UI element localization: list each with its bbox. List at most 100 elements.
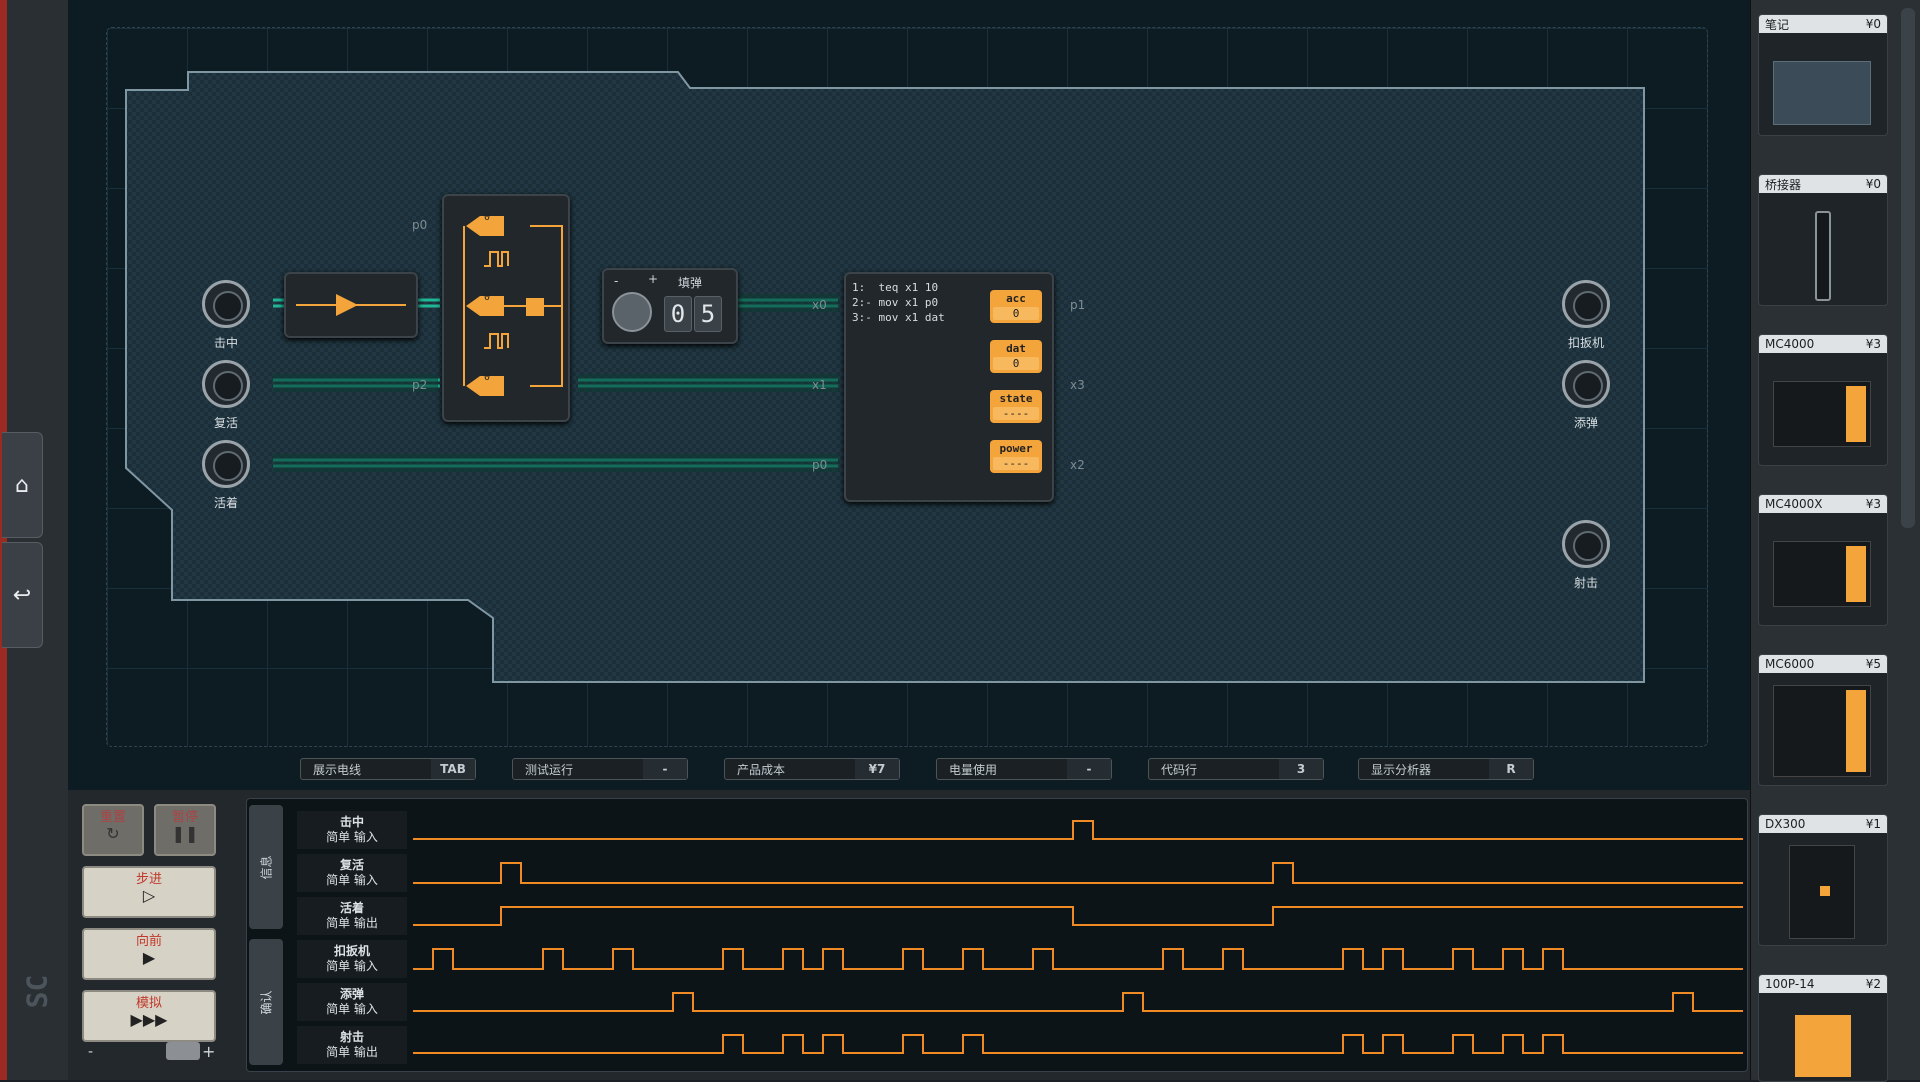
tab-info[interactable]: 信息 (249, 805, 283, 929)
status-test-run: 测试运行- (512, 758, 688, 780)
palette-item-mc4000x[interactable]: MC4000X¥3 (1758, 494, 1888, 626)
pin-x1: x1 (812, 378, 827, 392)
signal-label-trigger: 扣扳机简单 输入 (297, 940, 407, 978)
red-strip (0, 0, 7, 1080)
signal-label-hit: 击中简单 输入 (297, 811, 407, 849)
trace-revive (413, 862, 1743, 884)
pause-button[interactable]: 暂停❚❚ (154, 804, 216, 856)
mc4000x-thumbnail (1773, 541, 1871, 607)
buffer-chip[interactable] (284, 272, 418, 338)
pin-x2: x2 (1070, 458, 1085, 472)
counter-minus[interactable]: - (614, 274, 619, 288)
fast-forward-icon: ▶▶▶ (130, 1010, 168, 1029)
undo-icon: ↩ (12, 582, 32, 608)
home-button[interactable]: ⌂ (2, 432, 43, 538)
signal-label-revive: 复活简单 输入 (297, 854, 407, 892)
ammo-counter[interactable]: - + 填弹 0 5 (602, 268, 738, 344)
palette-item-mc4000[interactable]: MC4000¥3 (1758, 334, 1888, 466)
waveform-viewer: 信息 确认 击中简单 输入 复活简单 输入 活着简单 输出 扣扳机简单 输入 添… (246, 798, 1748, 1072)
speed-plus[interactable]: + (202, 1042, 216, 1061)
step-icon: ▷ (142, 886, 156, 905)
mux-value-1: 0 (484, 292, 491, 303)
port-trigger-label: 扣扳机 (1567, 336, 1604, 350)
pin-p0: p0 (412, 218, 428, 232)
counter-label: 填弹 (678, 276, 703, 290)
port-hit[interactable] (202, 280, 250, 328)
signal-label-reload: 添弹简单 输入 (297, 983, 407, 1021)
signal-label-alive: 活着简单 输出 (297, 897, 407, 935)
palette-item-note[interactable]: 笔记¥0 (1758, 14, 1888, 136)
mc4000-chip[interactable]: 1: teq x1 10 2:- mov x1 p0 3:- mov x1 da… (844, 272, 1054, 502)
component-palette: 笔记¥0 桥接器¥0 MC4000¥3 MC4000X¥3 MC6000¥5 D… (1750, 0, 1920, 1082)
port-hit-label: 击中 (213, 336, 238, 350)
left-rail: ⌂ ↩ SC (0, 0, 69, 1080)
pause-icon: ❚❚ (171, 824, 199, 843)
pin-p0-mc: p0 (812, 458, 828, 472)
palette-item-mc6000[interactable]: MC6000¥5 (1758, 654, 1888, 786)
register-state: state---- (990, 390, 1042, 423)
home-icon: ⌂ (15, 472, 29, 498)
pin-p1: p1 (1070, 298, 1086, 312)
simulate-button[interactable]: 模拟▶▶▶ (82, 990, 216, 1042)
port-trigger[interactable] (1562, 280, 1610, 328)
mux-diagram-icon (463, 216, 563, 396)
mux-value-0: 0 (484, 212, 491, 223)
counter-dial-icon[interactable] (612, 292, 652, 332)
note-thumbnail (1773, 61, 1871, 125)
palette-item-bridge[interactable]: 桥接器¥0 (1758, 174, 1888, 306)
palette-item-100p14[interactable]: 100P-14¥2 (1758, 974, 1888, 1082)
signal-label-shoot: 射击简单 输出 (297, 1026, 407, 1064)
dx300-thumbnail (1789, 845, 1855, 939)
port-reload-label: 添弹 (1573, 416, 1598, 430)
port-shoot[interactable] (1562, 520, 1610, 568)
reset-icon: ↻ (106, 824, 120, 843)
trace-hit (413, 820, 1743, 840)
tab-verify[interactable]: 确认 (249, 939, 283, 1065)
speed-slider[interactable] (166, 1042, 200, 1060)
advance-button[interactable]: 向前▶ (82, 928, 216, 980)
back-button[interactable]: ↩ (2, 542, 43, 648)
speed-minus[interactable]: - (88, 1044, 94, 1060)
dx300-chip[interactable]: 0 0 0 (442, 194, 570, 422)
status-product-cost: 产品成本¥7 (724, 758, 900, 780)
port-revive-label: 复活 (213, 416, 238, 430)
palette-scrollbar[interactable] (1901, 8, 1915, 528)
logo: SC (20, 974, 54, 1009)
trace-reload (413, 992, 1743, 1012)
step-button[interactable]: 步进▷ (82, 866, 216, 918)
mc6000-thumbnail (1773, 685, 1871, 777)
status-power-usage: 电量使用- (936, 758, 1112, 780)
register-power: power---- (990, 440, 1042, 473)
trace-trigger (413, 948, 1743, 970)
bridge-thumbnail (1815, 211, 1831, 301)
100p14-thumbnail (1795, 1015, 1851, 1077)
trace-shoot (413, 1034, 1743, 1054)
port-revive[interactable] (202, 360, 250, 408)
circuit-board[interactable]: 击中 复活 活着 扣扳机 添弹 射击 p0 p2 (68, 0, 1750, 790)
port-alive-label: 活着 (213, 496, 238, 510)
mc4000-thumbnail (1773, 381, 1871, 447)
pin-p2: p2 (412, 378, 428, 392)
play-icon: ▶ (142, 948, 156, 967)
counter-digit-1: 5 (694, 296, 722, 332)
port-alive[interactable] (202, 440, 250, 488)
code-editor[interactable]: 1: teq x1 10 2:- mov x1 p0 3:- mov x1 da… (852, 281, 945, 324)
palette-item-dx300[interactable]: DX300¥1 (1758, 814, 1888, 946)
waveform-traces (413, 820, 1743, 1054)
counter-digit-0: 0 (664, 296, 692, 332)
pin-x3: x3 (1070, 378, 1085, 392)
pin-x0: x0 (812, 298, 827, 312)
trace-alive (413, 906, 1743, 926)
mux-value-2: 0 (484, 372, 491, 383)
port-reload[interactable] (1562, 360, 1610, 408)
port-shoot-label: 射击 (1573, 576, 1598, 590)
buffer-symbol-icon (296, 294, 406, 316)
reset-button[interactable]: 重置↻ (82, 804, 144, 856)
counter-plus[interactable]: + (648, 272, 659, 286)
simulation-panel: 重置↻ 暂停❚❚ 步进▷ 向前▶ 模拟▶▶▶ - + 信息 确认 击中简单 输入… (68, 790, 1750, 1080)
